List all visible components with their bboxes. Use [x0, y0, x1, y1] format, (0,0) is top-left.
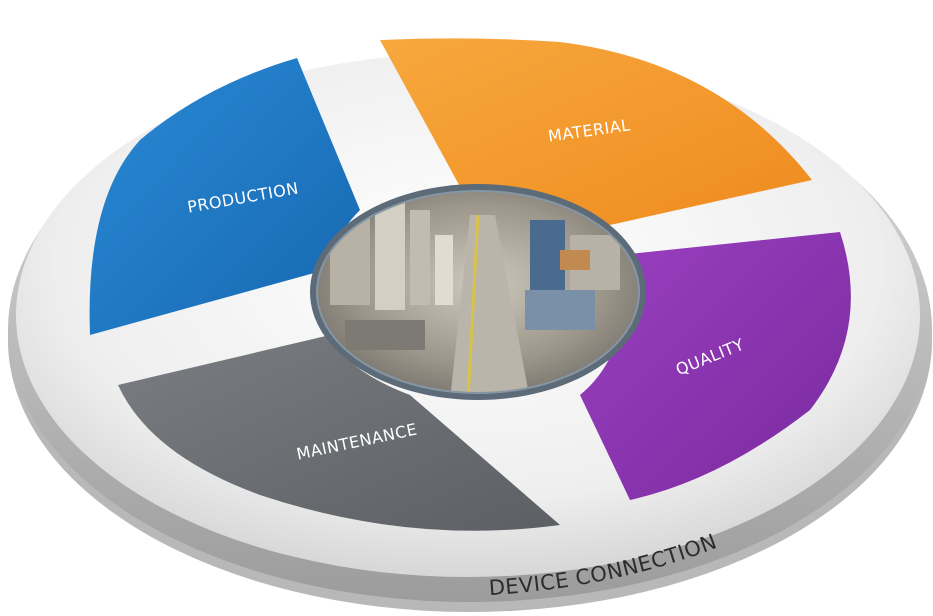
segment-quality[interactable]: [580, 232, 851, 500]
center-photo: [318, 192, 638, 392]
segment-maintenance[interactable]: [118, 335, 560, 531]
segment-production[interactable]: [89, 58, 360, 335]
segment-material[interactable]: [380, 38, 812, 226]
